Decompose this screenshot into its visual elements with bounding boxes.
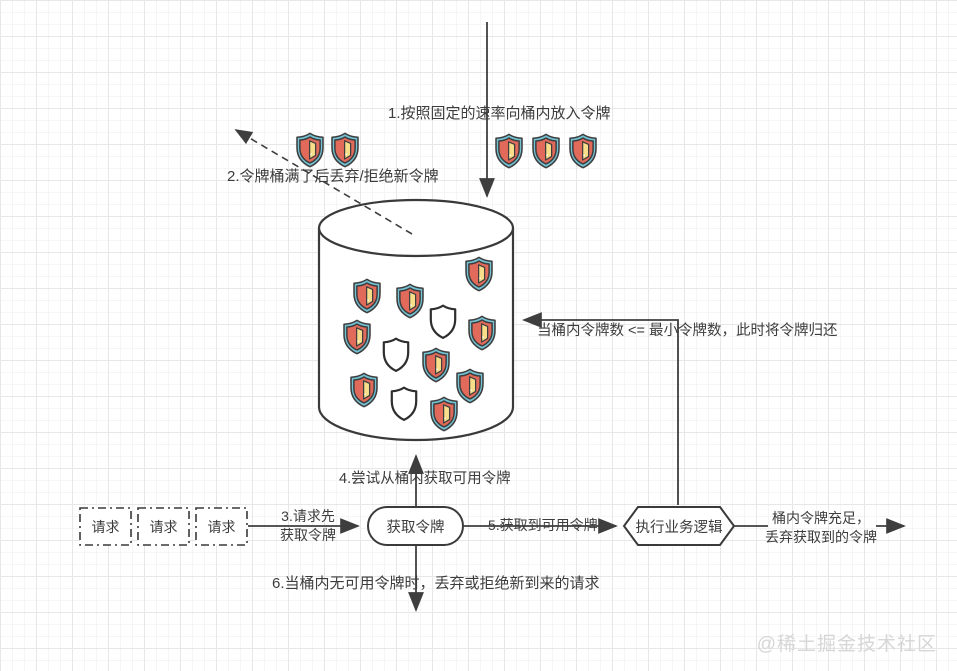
watermark: @稀土掘金技术社区 [756,634,937,655]
acquire-token-node [367,506,464,546]
annotation-step3-line2: 获取令牌 [280,527,336,543]
annotation-step3-line1: 3.请求先 [281,508,335,524]
token-shield-icon [569,133,597,169]
annotation-sufficient-line1: 桶内令牌充足， [772,510,870,526]
annotation-step1: 1.按照固定的速率向桶内放入令牌 [388,105,611,122]
annotation-sufficient-line2: 丢弃获取到的令牌 [765,529,877,545]
request-node-label: 请求 [207,518,236,535]
business-logic-node [622,506,736,546]
acquire-token-label: 获取令牌 [386,519,445,536]
request-node-label: 请求 [149,518,178,535]
annotation-step5: 5.获取到可用令牌 [488,517,598,533]
annotation-step3: 3.请求先 获取令牌 [274,507,342,545]
request-node-3 [195,507,248,546]
token-shield-icon [296,132,324,168]
token-shield-icon [532,133,560,169]
annotation-step2: 2.令牌桶满了后丢弃/拒绝新令牌 [227,168,439,185]
annotation-sufficient: 桶内令牌充足， 丢弃获取到的令牌 [760,509,882,547]
annotation-step4: 4.尝试从桶内获取可用令牌 [339,471,511,487]
annotation-return-note: 当桶内令牌数 <= 最小令牌数，此时将令牌归还 [537,323,838,339]
request-node-2 [137,507,190,546]
annotation-step6: 6.当桶内无可用令牌时，丢弃或拒绝新到来的请求 [272,575,600,592]
request-node-label: 请求 [91,518,120,535]
business-logic-label: 执行业务逻辑 [635,519,723,536]
token-shield-icon [495,133,523,169]
overflow-dashed-arrow [234,129,413,235]
request-node-1 [79,507,132,546]
token-shield-icon [331,132,359,168]
return-token-connector [522,312,679,505]
